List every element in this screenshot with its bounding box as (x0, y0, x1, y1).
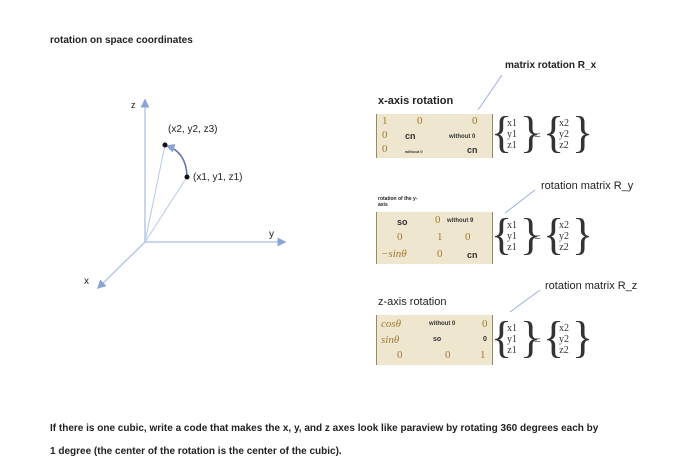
rz-cell: 0 (483, 336, 487, 343)
y-axis-label: y (269, 229, 274, 240)
rx-matrix: 1 0 0 0 cn without 0 0 without 0 cn (376, 114, 493, 158)
ry-cell: 1 (437, 231, 443, 243)
question-line-2: 1 degree (the center of the rotation is … (50, 446, 342, 457)
ry-cell: 0 (437, 248, 443, 260)
x-axis-rotation-heading: x-axis rotation (378, 95, 454, 107)
z-axis-rotation-heading: z-axis rotation (378, 296, 447, 308)
ry-cell: 0 (435, 214, 441, 226)
rz-cell: 0 (397, 349, 403, 361)
x-axis-line (96, 241, 146, 290)
equals-sign: = (534, 333, 541, 347)
matrix-rx-label: matrix rotation R_x (505, 60, 597, 71)
vector-p2 (144, 144, 166, 243)
rx-cell: cn (467, 145, 478, 155)
question-line-1: If there is one cubic, write a code that… (50, 423, 599, 434)
rz-cell: cosθ (381, 318, 402, 330)
vector-out-z: z2 (559, 345, 569, 356)
ry-cell: so (397, 217, 408, 227)
vector-in-z: z1 (507, 345, 517, 356)
rx-cell: 0 (472, 115, 478, 127)
rotation-matrix-rz-label: rotation matrix R_z (545, 280, 638, 292)
point-2-dot (162, 142, 168, 148)
vector-in-x: x1 (507, 220, 517, 231)
ry-cell: −sinθ (381, 248, 407, 260)
pointer-rx (477, 74, 503, 111)
x-axis-label: x (84, 276, 89, 287)
rz-matrix: cosθ without 0 0 sinθ so 0 0 0 1 (376, 315, 493, 365)
vector-in-y: y1 (507, 334, 517, 345)
y-axis-rotation-note: rotation of the y-axis (378, 196, 418, 208)
rx-cell: 0 (382, 143, 388, 155)
vector-out-y: y2 (559, 231, 569, 242)
rotation-arc (165, 143, 188, 177)
rz-cell: 0 (482, 318, 488, 330)
page-title: rotation on space coordinates (50, 35, 193, 46)
rx-cell: without 0 (449, 134, 476, 140)
rx-cell: 0 (417, 115, 423, 127)
pointer-ry (504, 189, 536, 214)
vector-p1 (144, 176, 188, 243)
point-1-dot (184, 174, 190, 180)
ry-cell: cn (467, 250, 478, 260)
vector-in-y: y1 (507, 129, 517, 140)
vector-in-x: x1 (507, 118, 517, 129)
vector-in-y: y1 (507, 231, 517, 242)
vector-out-x: x2 (559, 118, 569, 129)
point-1-label: (x1, y1, z1) (193, 172, 243, 183)
pointer-rz (509, 289, 541, 313)
vector-in-z: z1 (507, 140, 517, 151)
vector-out-x: x2 (559, 220, 569, 231)
vector-out-y: y2 (559, 129, 569, 140)
vector-out-z: z2 (559, 140, 569, 151)
z-axis-label: z (131, 100, 136, 110)
vector-in-x: x1 (507, 323, 517, 334)
rx-cell: 1 (382, 115, 388, 127)
vector-out-z: z2 (559, 242, 569, 253)
rotation-matrix-ry-label: rotation matrix R_y (541, 180, 634, 192)
rz-cell: sinθ (381, 334, 400, 346)
rx-cell: 0 (382, 129, 388, 141)
vector-out-x: x2 (559, 323, 569, 334)
ry-matrix: so 0 without 9 0 1 0 −sinθ 0 cn (376, 212, 493, 264)
ry-cell: 0 (397, 231, 403, 243)
vector-out-y: y2 (559, 334, 569, 345)
rz-cell: 0 (445, 349, 451, 361)
ry-cell: 0 (465, 231, 471, 243)
rx-cell: cn (405, 131, 416, 141)
rx-cell: without 0 (405, 149, 423, 154)
point-2-label: (x2, y2, z3) (168, 124, 218, 135)
rz-cell: without 0 (429, 321, 456, 327)
vector-in-z: z1 (507, 242, 517, 253)
ry-cell: without 9 (447, 218, 474, 224)
equals-sign: = (534, 128, 541, 142)
equals-sign: = (534, 230, 541, 244)
rz-cell: so (433, 336, 442, 343)
rz-cell: 1 (480, 349, 486, 361)
